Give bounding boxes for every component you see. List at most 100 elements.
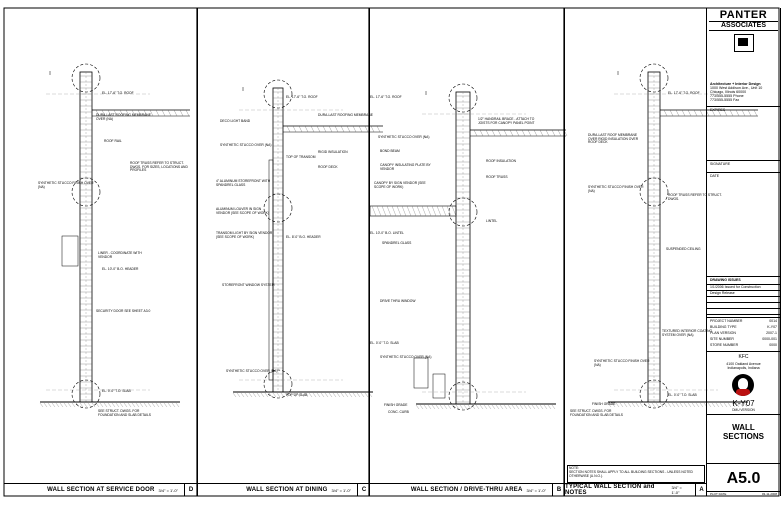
slab-hatch xyxy=(356,392,361,398)
issue-2: Design Release xyxy=(710,291,735,295)
section-note: DURA-LAST ROOF MEMBRANE OVER RIGID INSUL… xyxy=(588,133,639,145)
truss-web xyxy=(521,129,526,137)
section-note: FINISH GRADE xyxy=(592,402,616,406)
slab-hatch xyxy=(107,402,112,408)
slab-hatch xyxy=(471,404,476,410)
project-number-label: PROJECT NUMBER xyxy=(710,319,743,323)
truss-web xyxy=(491,129,496,137)
slab-hatch xyxy=(252,392,257,398)
truss-web xyxy=(101,109,106,117)
slab-hatch xyxy=(316,392,321,398)
canopy-hatch xyxy=(446,205,452,217)
slab-hatch xyxy=(159,402,164,408)
slab-hatch xyxy=(743,402,748,408)
slab-hatch xyxy=(463,404,468,410)
section-note: CONC. CURB xyxy=(388,410,409,414)
slab-hatch xyxy=(435,404,440,410)
section-note: TEXTURED INTERIOR COATING SYSTEM OVER (N… xyxy=(662,329,713,337)
slab-hatch xyxy=(483,404,488,410)
seal-label: EXPIRES xyxy=(710,108,726,112)
canopy-hatch xyxy=(421,205,427,217)
canopy-hatch xyxy=(391,205,397,217)
slab-hatch xyxy=(655,402,660,408)
truss-web xyxy=(669,109,674,117)
truss-web xyxy=(316,125,321,133)
panel-footer: WALL SECTION / DRIVE-THRU AREA 3/4" = 1'… xyxy=(370,483,565,496)
firm-fax: 773/555-5555 Fax xyxy=(710,98,740,102)
panel-typical: TYPICAL WALL SECTION and NOTES 3/4" = 1'… xyxy=(564,8,707,496)
slab-hatch xyxy=(423,404,428,410)
truss-web xyxy=(687,109,692,117)
slab-hatch xyxy=(288,392,293,398)
canopy-hatch xyxy=(371,205,377,217)
truss-web xyxy=(137,109,142,117)
slab-hatch xyxy=(127,402,132,408)
slab-hatch xyxy=(151,402,156,408)
client-name: KFC xyxy=(738,354,749,360)
conc-curb xyxy=(432,373,446,399)
canopy-hatch xyxy=(431,205,437,217)
slab-hatch xyxy=(123,402,128,408)
truss-web xyxy=(95,109,100,117)
detail-callout-circle xyxy=(448,83,478,113)
plot-date: 03-11-2008 xyxy=(761,492,777,496)
panel-scale: 3/4" = 1'-0" xyxy=(526,487,546,493)
slab-hatch xyxy=(447,404,452,410)
truss-web xyxy=(155,109,160,117)
section-note: FINISH GRADE xyxy=(384,403,408,407)
slab-hatch xyxy=(91,402,96,408)
slab-hatch xyxy=(248,392,253,398)
truss-web xyxy=(376,125,381,133)
slab-hatch xyxy=(324,392,329,398)
truss-web xyxy=(551,129,556,137)
firm-logo: PANTER ASSOCIATES xyxy=(709,10,778,54)
slab-hatch xyxy=(519,404,524,410)
truss-web xyxy=(509,129,514,137)
detail-callout-circle xyxy=(263,79,293,109)
slab-hatch xyxy=(240,392,245,398)
truss-web xyxy=(286,125,291,133)
slab-hatch xyxy=(119,402,124,408)
detail-callout-circle xyxy=(71,63,101,93)
truss-web xyxy=(334,125,339,133)
slab-hatch xyxy=(139,402,144,408)
slab-hatch xyxy=(459,404,464,410)
section-note: DRIVE THRU WINDOW xyxy=(380,299,416,303)
slab-hatch xyxy=(236,392,241,398)
section-note: 4" ALUMINUM STOREFRONT WITH SPANDREL GLA… xyxy=(216,179,271,187)
slab-hatch xyxy=(147,402,152,408)
slab-hatch xyxy=(535,404,540,410)
canopy-hatch xyxy=(396,205,402,217)
slab-hatch xyxy=(55,402,60,408)
slab-hatch xyxy=(727,402,732,408)
signature-label: SIGNATURE xyxy=(710,162,731,166)
slab-hatch xyxy=(455,404,460,410)
slab-hatch xyxy=(475,404,480,410)
panel-letter: B xyxy=(552,484,565,496)
slab-hatch xyxy=(99,402,104,408)
plot-date-label: PLOT DATE xyxy=(710,492,727,496)
canopy-hatch xyxy=(386,205,392,217)
detail-callout-circle xyxy=(639,379,669,409)
truss-web xyxy=(533,129,538,137)
truss-web xyxy=(328,125,333,133)
client-address: 4100 Oakland Avenue xyxy=(726,362,761,366)
slab-hatch xyxy=(699,402,704,408)
truss-web xyxy=(753,109,758,117)
canopy-hatch xyxy=(441,205,447,217)
truss-web xyxy=(346,125,351,133)
slab-hatch xyxy=(667,402,672,408)
slab-hatch xyxy=(671,402,676,408)
slab-hatch xyxy=(175,402,180,408)
section-note: LINTEL xyxy=(486,219,498,223)
section-note: STOREFRONT WINDOW SYSTEM xyxy=(222,283,275,287)
truss-web xyxy=(358,125,363,133)
truss-web xyxy=(149,109,154,117)
slab-hatch xyxy=(547,404,552,410)
truss-web xyxy=(167,109,172,117)
detail-callout-circle xyxy=(448,381,478,411)
slab-hatch xyxy=(523,404,528,410)
truss-web xyxy=(364,125,369,133)
section-note: SEE STRUCT. DWGS. FOR FOUNDATION AND SLA… xyxy=(98,409,152,417)
